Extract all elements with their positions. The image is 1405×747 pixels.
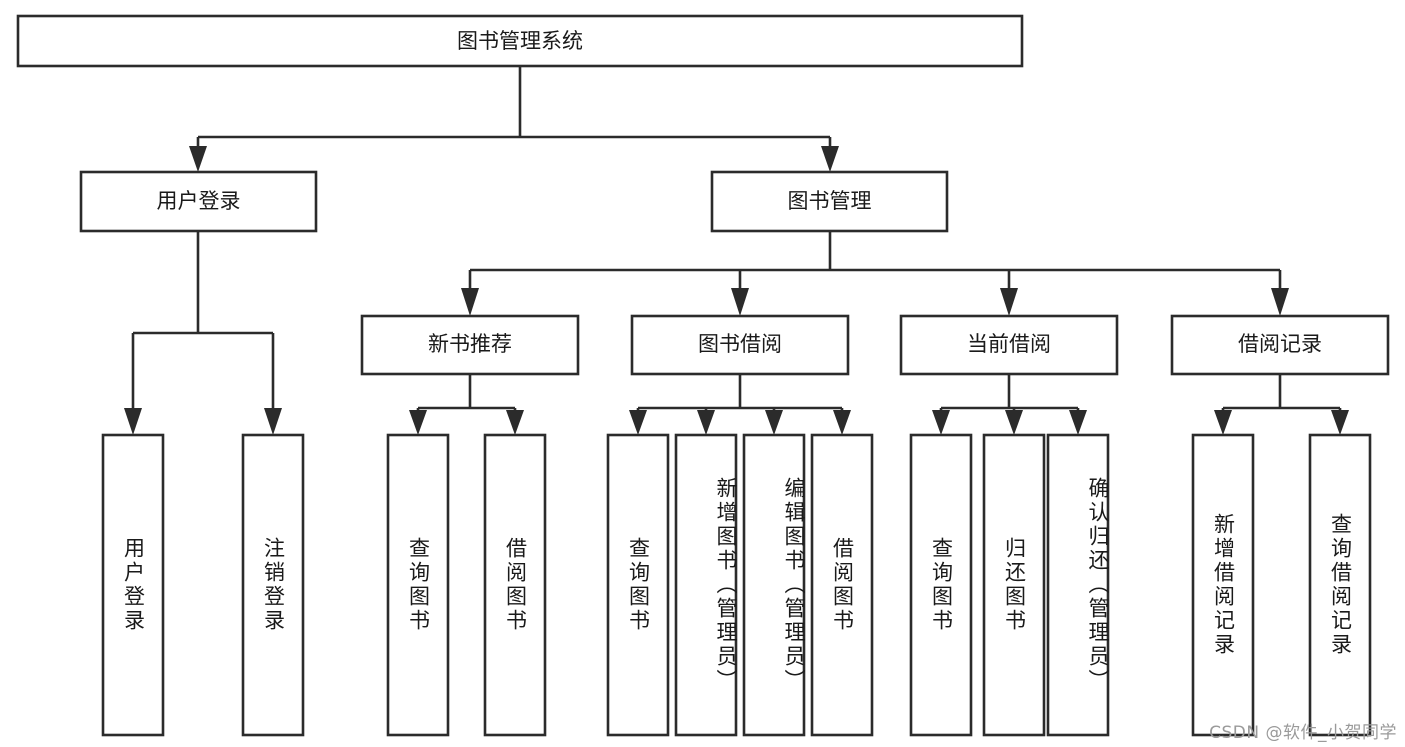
node-box-book-borrow[interactable] <box>630 314 850 376</box>
arrow-head-query-book-1 <box>409 410 427 435</box>
arrow-head-leaf-user-login <box>124 408 142 435</box>
node-box-new-book-recommend[interactable] <box>360 314 580 376</box>
node-box-borrow-record[interactable] <box>1170 314 1390 376</box>
leaf-box-borrow-book-2[interactable] <box>810 433 874 737</box>
arrow-head-borrow-book-2 <box>833 410 851 435</box>
leaf-box-edit-book[interactable] <box>742 433 806 737</box>
leaf-box-add-borrow-record[interactable] <box>1191 433 1255 737</box>
arrow-head-current-borrow <box>1000 288 1018 316</box>
arrow-head-book-borrow <box>731 288 749 316</box>
node-box-current-borrow[interactable] <box>899 314 1119 376</box>
node-label-borrow-record: 借阅记录 <box>1238 332 1322 356</box>
node-label-new-book-recommend: 新书推荐 <box>428 332 512 356</box>
arrow-head-return-book <box>1005 410 1023 435</box>
arrow-head-user-login <box>189 146 207 172</box>
node-label-root: 图书管理系统 <box>457 29 583 53</box>
connectors-user-login-to-leaves <box>124 231 282 435</box>
leaf-box-query-book-3[interactable] <box>909 433 973 737</box>
arrow-head-query-book-3 <box>932 410 950 435</box>
arrow-head-leaf-logout <box>264 408 282 435</box>
arrow-head-add-borrow-record <box>1214 410 1232 435</box>
leaf-box-confirm-return[interactable] <box>1046 433 1110 737</box>
connectors-current-borrow-to-leaves <box>932 374 1087 435</box>
arrow-head-edit-book <box>765 410 783 435</box>
node-box-user-login[interactable] <box>79 170 318 233</box>
arrow-head-confirm-return <box>1069 410 1087 435</box>
node-label-book-borrow: 图书借阅 <box>698 332 782 356</box>
connectors-book-borrow-to-leaves <box>629 374 851 435</box>
leaf-box-query-book-2[interactable] <box>606 433 670 737</box>
leaf-box-logout[interactable] <box>241 433 305 737</box>
connectors-new-book-rec-to-leaves <box>409 374 524 435</box>
connectors-borrow-record-to-leaves <box>1214 374 1349 435</box>
leaf-box-add-book[interactable] <box>674 433 738 737</box>
leaf-box-user-login[interactable] <box>101 433 165 737</box>
arrow-head-query-borrow-record <box>1331 410 1349 435</box>
arrow-head-book-mgmt <box>821 146 839 172</box>
arrow-head-borrow-record <box>1271 288 1289 316</box>
leaf-box-borrow-book-1[interactable] <box>483 433 547 737</box>
node-box-book-management[interactable] <box>710 170 949 233</box>
watermark: CSDN @软件_小贺同学 <box>1209 723 1397 743</box>
connectors-book-mgmt-to-level3 <box>461 231 1289 316</box>
arrow-head-borrow-book-1 <box>506 410 524 435</box>
node-box-root[interactable] <box>16 14 1024 68</box>
leaf-box-query-book-1[interactable] <box>386 433 450 737</box>
leaf-box-query-borrow-record[interactable] <box>1308 433 1372 737</box>
arrow-head-new-book-rec <box>461 288 479 316</box>
node-label-current-borrow: 当前借阅 <box>967 332 1051 356</box>
arrow-head-query-book-2 <box>629 410 647 435</box>
arrow-head-add-book <box>697 410 715 435</box>
node-label-book-management: 图书管理 <box>788 189 872 213</box>
node-label-user-login: 用户登录 <box>157 189 241 213</box>
connectors-root-to-level2 <box>189 66 839 172</box>
leaf-box-return-book[interactable] <box>982 433 1046 737</box>
